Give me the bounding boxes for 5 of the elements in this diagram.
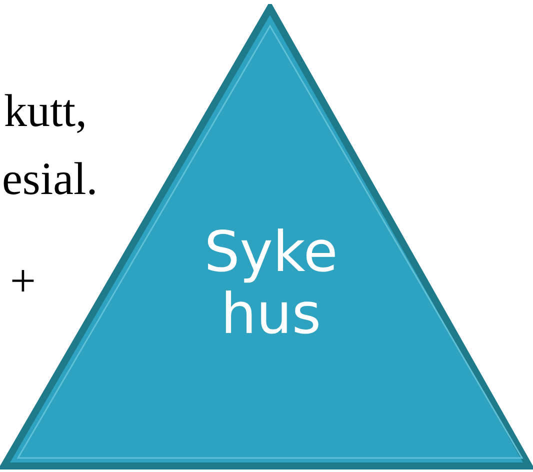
text-fragment: esial. — [2, 156, 98, 202]
node-label: Syke hus — [203, 222, 339, 346]
text-fragment: kutt, — [4, 88, 88, 134]
triangle-shape — [0, 4, 533, 470]
text-fragment: + — [10, 258, 36, 304]
